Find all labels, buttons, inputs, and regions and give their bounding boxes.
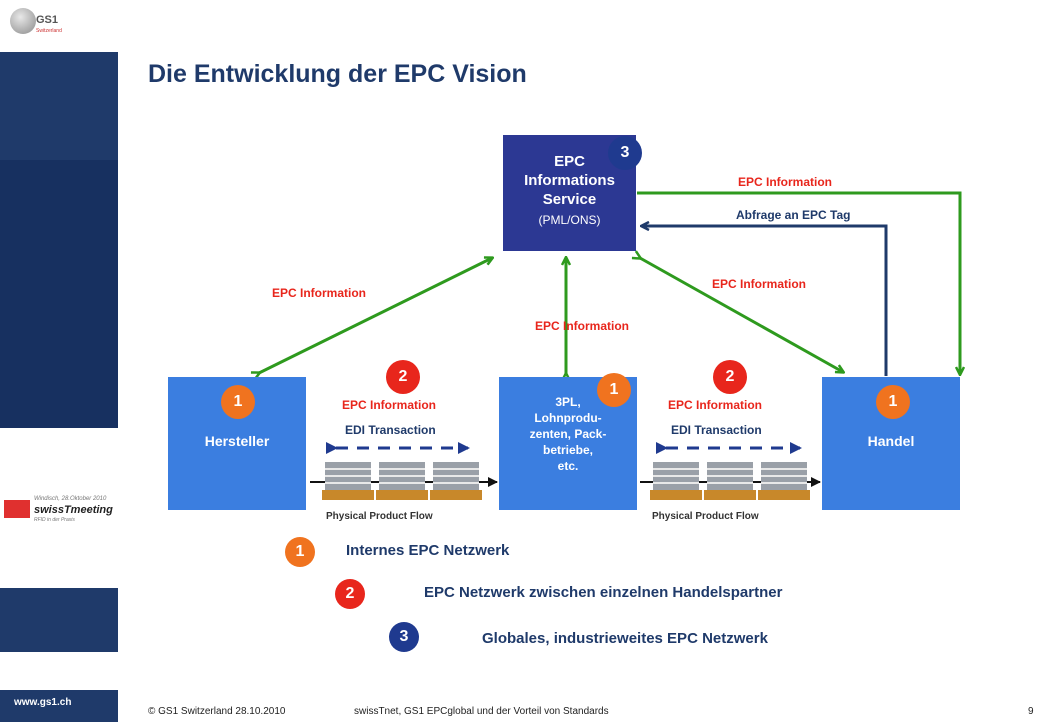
sidebar-band — [0, 588, 118, 652]
label-physical-flow-left: Physical Product Flow — [326, 511, 433, 522]
eis-line2: Informations — [524, 172, 615, 189]
3pl-line1: 3PL, — [555, 395, 581, 409]
sidebar-band — [0, 52, 118, 160]
badge-one-handel: 1 — [876, 385, 910, 419]
badge-three: 3 — [608, 136, 642, 170]
arrow-hersteller-eis — [259, 258, 492, 373]
badge-two-right: 2 — [713, 360, 747, 394]
slide-title: Die Entwicklung der EPC Vision — [148, 60, 527, 88]
eis-line4: (PML/ONS) — [538, 213, 601, 227]
website-link[interactable]: www.gs1.ch — [14, 697, 72, 708]
footer-subject: swissTnet, GS1 EPCglobal und der Vorteil… — [354, 706, 609, 717]
badge-one-hersteller: 1 — [221, 385, 255, 419]
label-edi-right: EDI Transaction — [671, 423, 762, 437]
3pl-line4: betriebe, — [542, 443, 593, 457]
meeting-subtitle: RFID in der Praxis — [34, 517, 75, 523]
eis-line3: Service — [542, 191, 597, 208]
sidebar-band — [0, 160, 118, 428]
swiss-flag-icon — [4, 500, 30, 518]
legend-text-two: EPC Netzwerk zwischen einzelnen Handelsp… — [424, 584, 783, 601]
swisstmeeting-logo: Windisch, 28.Oktober 2010 swissTmeeting … — [4, 494, 116, 524]
hersteller-box: Hersteller — [168, 377, 306, 510]
handel-label: Handel — [867, 433, 915, 449]
hersteller-label: Hersteller — [204, 433, 270, 449]
legend-badge-one: 1 — [285, 537, 315, 567]
page-number: 9 — [1028, 706, 1034, 717]
sidebar-band — [0, 690, 118, 722]
sidebar: GS1 Switzerland Windisch, 28.Oktober 201… — [0, 0, 118, 722]
arrow-eis-to-handel — [637, 191, 960, 374]
badge-two-left: 2 — [386, 360, 420, 394]
label-physical-flow-right: Physical Product Flow — [652, 511, 759, 522]
label-epc-info-partner-left: EPC Information — [342, 398, 437, 412]
logo-text: GS1 — [36, 14, 59, 26]
label-epc-info-right: EPC Information — [712, 277, 807, 291]
gs1-logo-icon — [10, 8, 36, 34]
eis-line1: EPC — [554, 153, 585, 170]
legend-badge-two: 2 — [335, 579, 365, 609]
3pl-line5: etc. — [557, 459, 579, 473]
arrow-eis-handel — [640, 258, 843, 372]
footer-copyright: © GS1 Switzerland 28.10.2010 — [148, 706, 286, 717]
legend-badge-three: 3 — [389, 622, 419, 652]
logo-subtext: Switzerland — [36, 28, 62, 34]
3pl-line3: zenten, Pack- — [529, 427, 607, 441]
pallet-icon — [322, 462, 482, 509]
badge-one-3pl: 1 — [597, 373, 631, 407]
legend-text-one: Internes EPC Netzwerk — [346, 542, 510, 559]
meeting-name: swissTmeeting — [34, 504, 113, 516]
label-epc-info-center: EPC Information — [535, 319, 630, 333]
label-epc-info-partner-right: EPC Information — [668, 398, 763, 412]
3pl-line2: Lohnprodu- — [534, 411, 602, 425]
legend-text-three: Globales, industrieweites EPC Netzwerk — [482, 630, 768, 647]
label-epc-info-left: EPC Information — [272, 286, 367, 300]
meeting-date: Windisch, 28.Oktober 2010 — [34, 496, 107, 502]
label-epc-info-top-right: EPC Information — [738, 175, 833, 189]
label-abfrage: Abfrage an EPC Tag — [736, 208, 851, 222]
arrow-abfrage — [642, 226, 888, 376]
pallet-icon — [650, 462, 810, 509]
label-edi-left: EDI Transaction — [345, 423, 436, 437]
